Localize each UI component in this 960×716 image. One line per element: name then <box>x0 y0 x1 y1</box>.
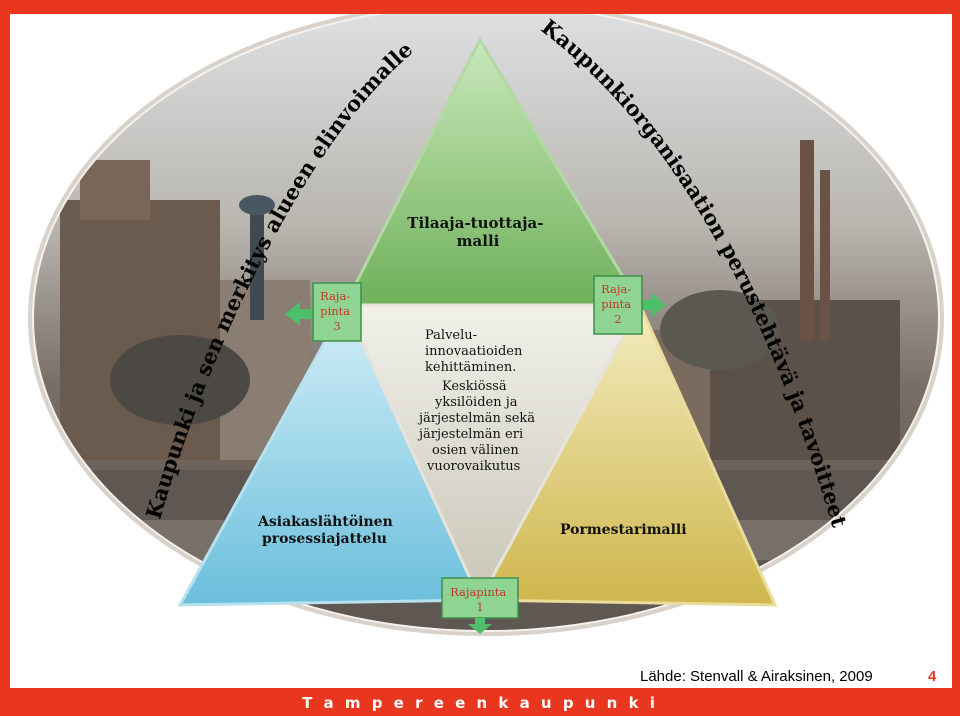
left-frame-bar <box>0 0 10 716</box>
right-frame-bar <box>952 0 960 716</box>
footer-org-name: T a m p e r e e n k a u p u n k i <box>302 694 658 712</box>
svg-text:Rajapinta 1: Rajapinta 1 <box>450 585 510 614</box>
center-triangle <box>342 303 643 604</box>
interface-3-box: Raja- pinta 3 <box>285 282 362 342</box>
right-arrow-icon <box>640 293 666 317</box>
down-arrow-icon <box>468 618 492 634</box>
left-triangle-label: Asiakaslähtöinen prosessiajattelu <box>257 514 398 547</box>
svg-text:Raja- pinta 3: Raja- pinta 3 <box>320 289 354 333</box>
interface-2-box: Raja- pinta 2 <box>593 275 666 335</box>
center-text: Palvelu- innovaatioiden kehittäminen. Ke… <box>417 328 539 474</box>
page-number: 4 <box>928 668 937 685</box>
top-triangle-label: Tilaaja-tuottaja- malli <box>407 214 548 250</box>
top-frame-bar <box>0 0 960 14</box>
svg-text:Raja- pinta 2: Raja- pinta 2 <box>601 282 635 326</box>
left-arrow-icon <box>285 302 315 326</box>
right-triangle-label: Pormestarimalli <box>560 522 687 538</box>
footer-bar <box>0 688 960 716</box>
interface-1-box: Rajapinta 1 <box>441 577 519 634</box>
source-citation: Lähde: Stenvall & Airaksinen, 2009 <box>640 668 873 685</box>
